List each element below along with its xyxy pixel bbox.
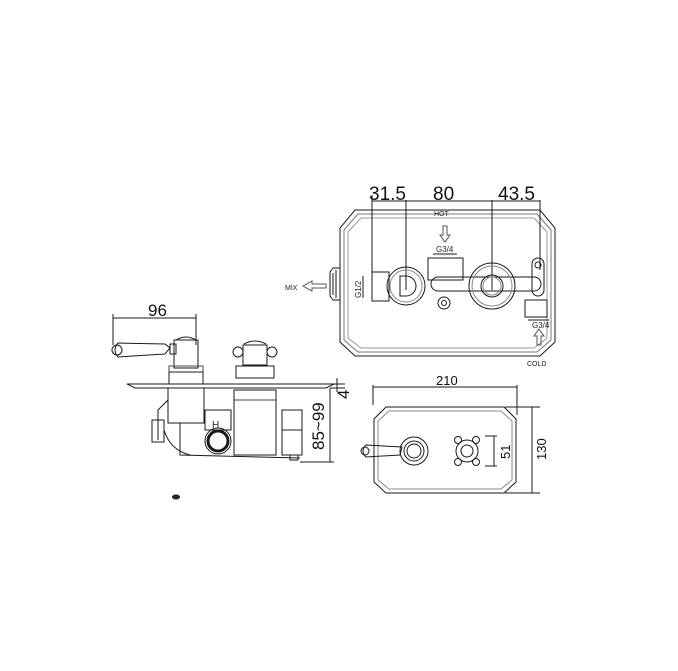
dim-plate-thickness: 4	[334, 390, 353, 399]
top-view	[301, 195, 556, 357]
dim-left-offset: 31.5	[369, 184, 406, 205]
label-hot-marker: H	[212, 420, 219, 431]
thread-hot-inlet: G3/4	[436, 245, 454, 254]
thread-cold-inlet: G3/4	[532, 321, 550, 330]
dim-right-offset: 43.5	[498, 184, 535, 205]
dim-height: 130	[534, 438, 549, 460]
dim-center-spacing: 80	[433, 184, 454, 205]
dim-depth: 85~99	[309, 402, 328, 450]
stray-mark	[172, 494, 180, 500]
label-mix: MIX	[285, 285, 298, 292]
label-hot: HOT	[434, 211, 450, 218]
dim-width: 210	[436, 373, 458, 388]
front-view	[360, 385, 540, 494]
side-view	[111, 314, 345, 463]
dim-handle-reach: 96	[148, 301, 167, 320]
dim-handle-offset: 51	[498, 445, 513, 459]
label-cold: COLD	[527, 361, 546, 368]
thread-mix-outlet: G1/2	[354, 280, 363, 298]
top-plate-outline	[339, 209, 556, 357]
